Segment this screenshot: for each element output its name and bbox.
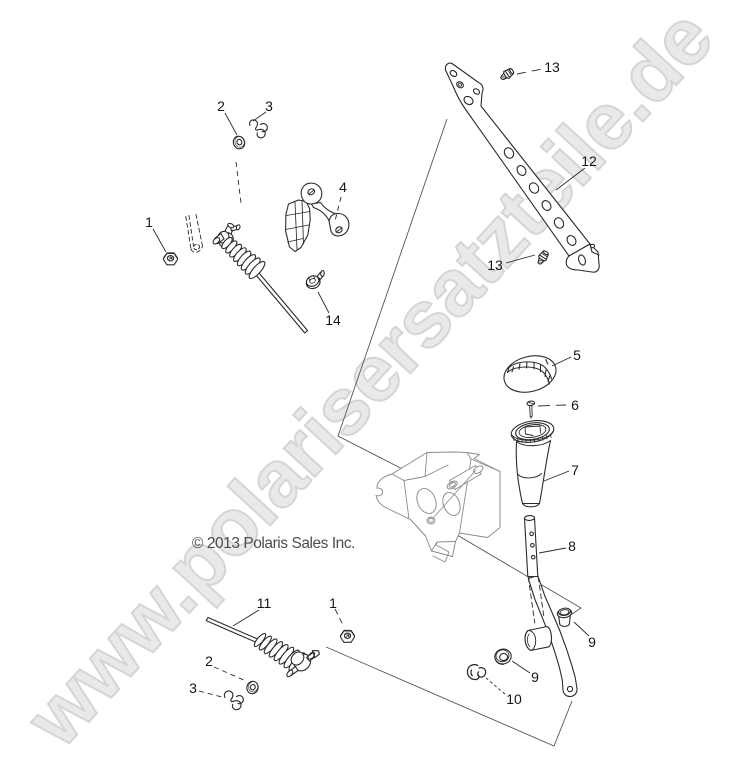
svg-text:13: 13 [544,59,560,75]
svg-text:5: 5 [573,347,581,363]
svg-text:2: 2 [217,98,225,114]
svg-text:3: 3 [189,680,197,696]
svg-text:14: 14 [325,312,341,328]
svg-text:© 2013 Polaris Sales Inc.: © 2013 Polaris Sales Inc. [192,535,355,552]
svg-text:1: 1 [329,595,337,611]
svg-text:www.polarisersatzteile.de: www.polarisersatzteile.de [8,0,729,763]
svg-text:9: 9 [588,634,596,650]
svg-text:6: 6 [571,397,579,413]
svg-text:10: 10 [506,691,522,707]
svg-text:8: 8 [568,538,576,554]
svg-text:11: 11 [257,595,272,611]
svg-text:7: 7 [571,462,579,478]
svg-text:1: 1 [145,214,153,230]
svg-text:12: 12 [581,153,597,169]
svg-text:3: 3 [265,98,273,114]
svg-text:2: 2 [205,653,213,669]
svg-text:4: 4 [339,179,347,195]
svg-text:9: 9 [531,669,539,685]
svg-text:13: 13 [487,257,503,273]
